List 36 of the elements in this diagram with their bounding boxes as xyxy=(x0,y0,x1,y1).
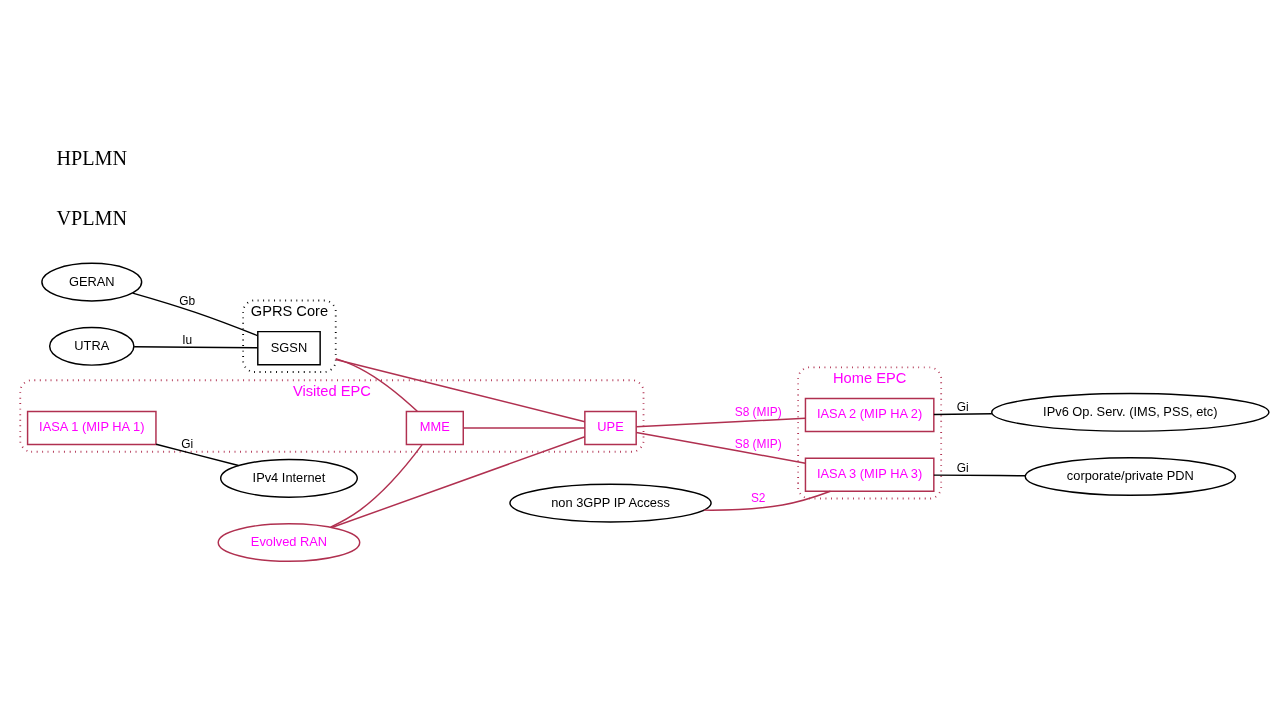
connector xyxy=(329,443,423,528)
node-box: MME xyxy=(405,410,464,446)
node-box: IASA 3 (MIP HA 3) xyxy=(804,457,935,492)
edge-label: Iu xyxy=(182,332,193,347)
edge-label: Gb xyxy=(179,294,196,309)
connector xyxy=(155,443,240,467)
node-box: SGSN xyxy=(257,330,321,366)
label: VPLMN xyxy=(56,206,128,229)
node-ellipse: non 3GPP IP Access xyxy=(509,483,712,523)
node-ellipse: IPv6 Op. Serv. (IMS, PSS, etc) xyxy=(991,392,1270,432)
edge-label: Gi xyxy=(956,399,969,414)
node-ellipse: Evolved RAN xyxy=(217,523,361,563)
edge-label: S2 xyxy=(750,490,766,505)
node-box: UPE xyxy=(584,410,637,446)
node-ellipse: UTRA xyxy=(48,326,135,366)
edge-label: Gi xyxy=(181,437,194,452)
node-box: IASA 2 (MIP HA 2) xyxy=(804,397,935,433)
connector xyxy=(703,490,832,511)
connector xyxy=(933,413,993,416)
connector xyxy=(335,358,586,423)
connector xyxy=(462,427,586,429)
connector xyxy=(133,345,259,349)
edge-label: S8 (MIP) xyxy=(734,405,782,420)
node-ellipse: corporate/private PDN xyxy=(1024,456,1237,497)
connector xyxy=(335,357,419,413)
connector xyxy=(635,431,807,464)
edge-label: Gi xyxy=(956,461,969,476)
connector xyxy=(635,417,807,428)
connector xyxy=(131,292,259,337)
node-box: IASA 1 (MIP HA 1) xyxy=(26,410,157,446)
node-ellipse: GERAN xyxy=(41,262,143,302)
connector xyxy=(933,474,1026,477)
label: HPLMN xyxy=(56,147,128,170)
node-ellipse: IPv4 Internet xyxy=(219,458,358,498)
edge-label: S8 (MIP) xyxy=(734,437,782,452)
connector xyxy=(330,436,586,529)
